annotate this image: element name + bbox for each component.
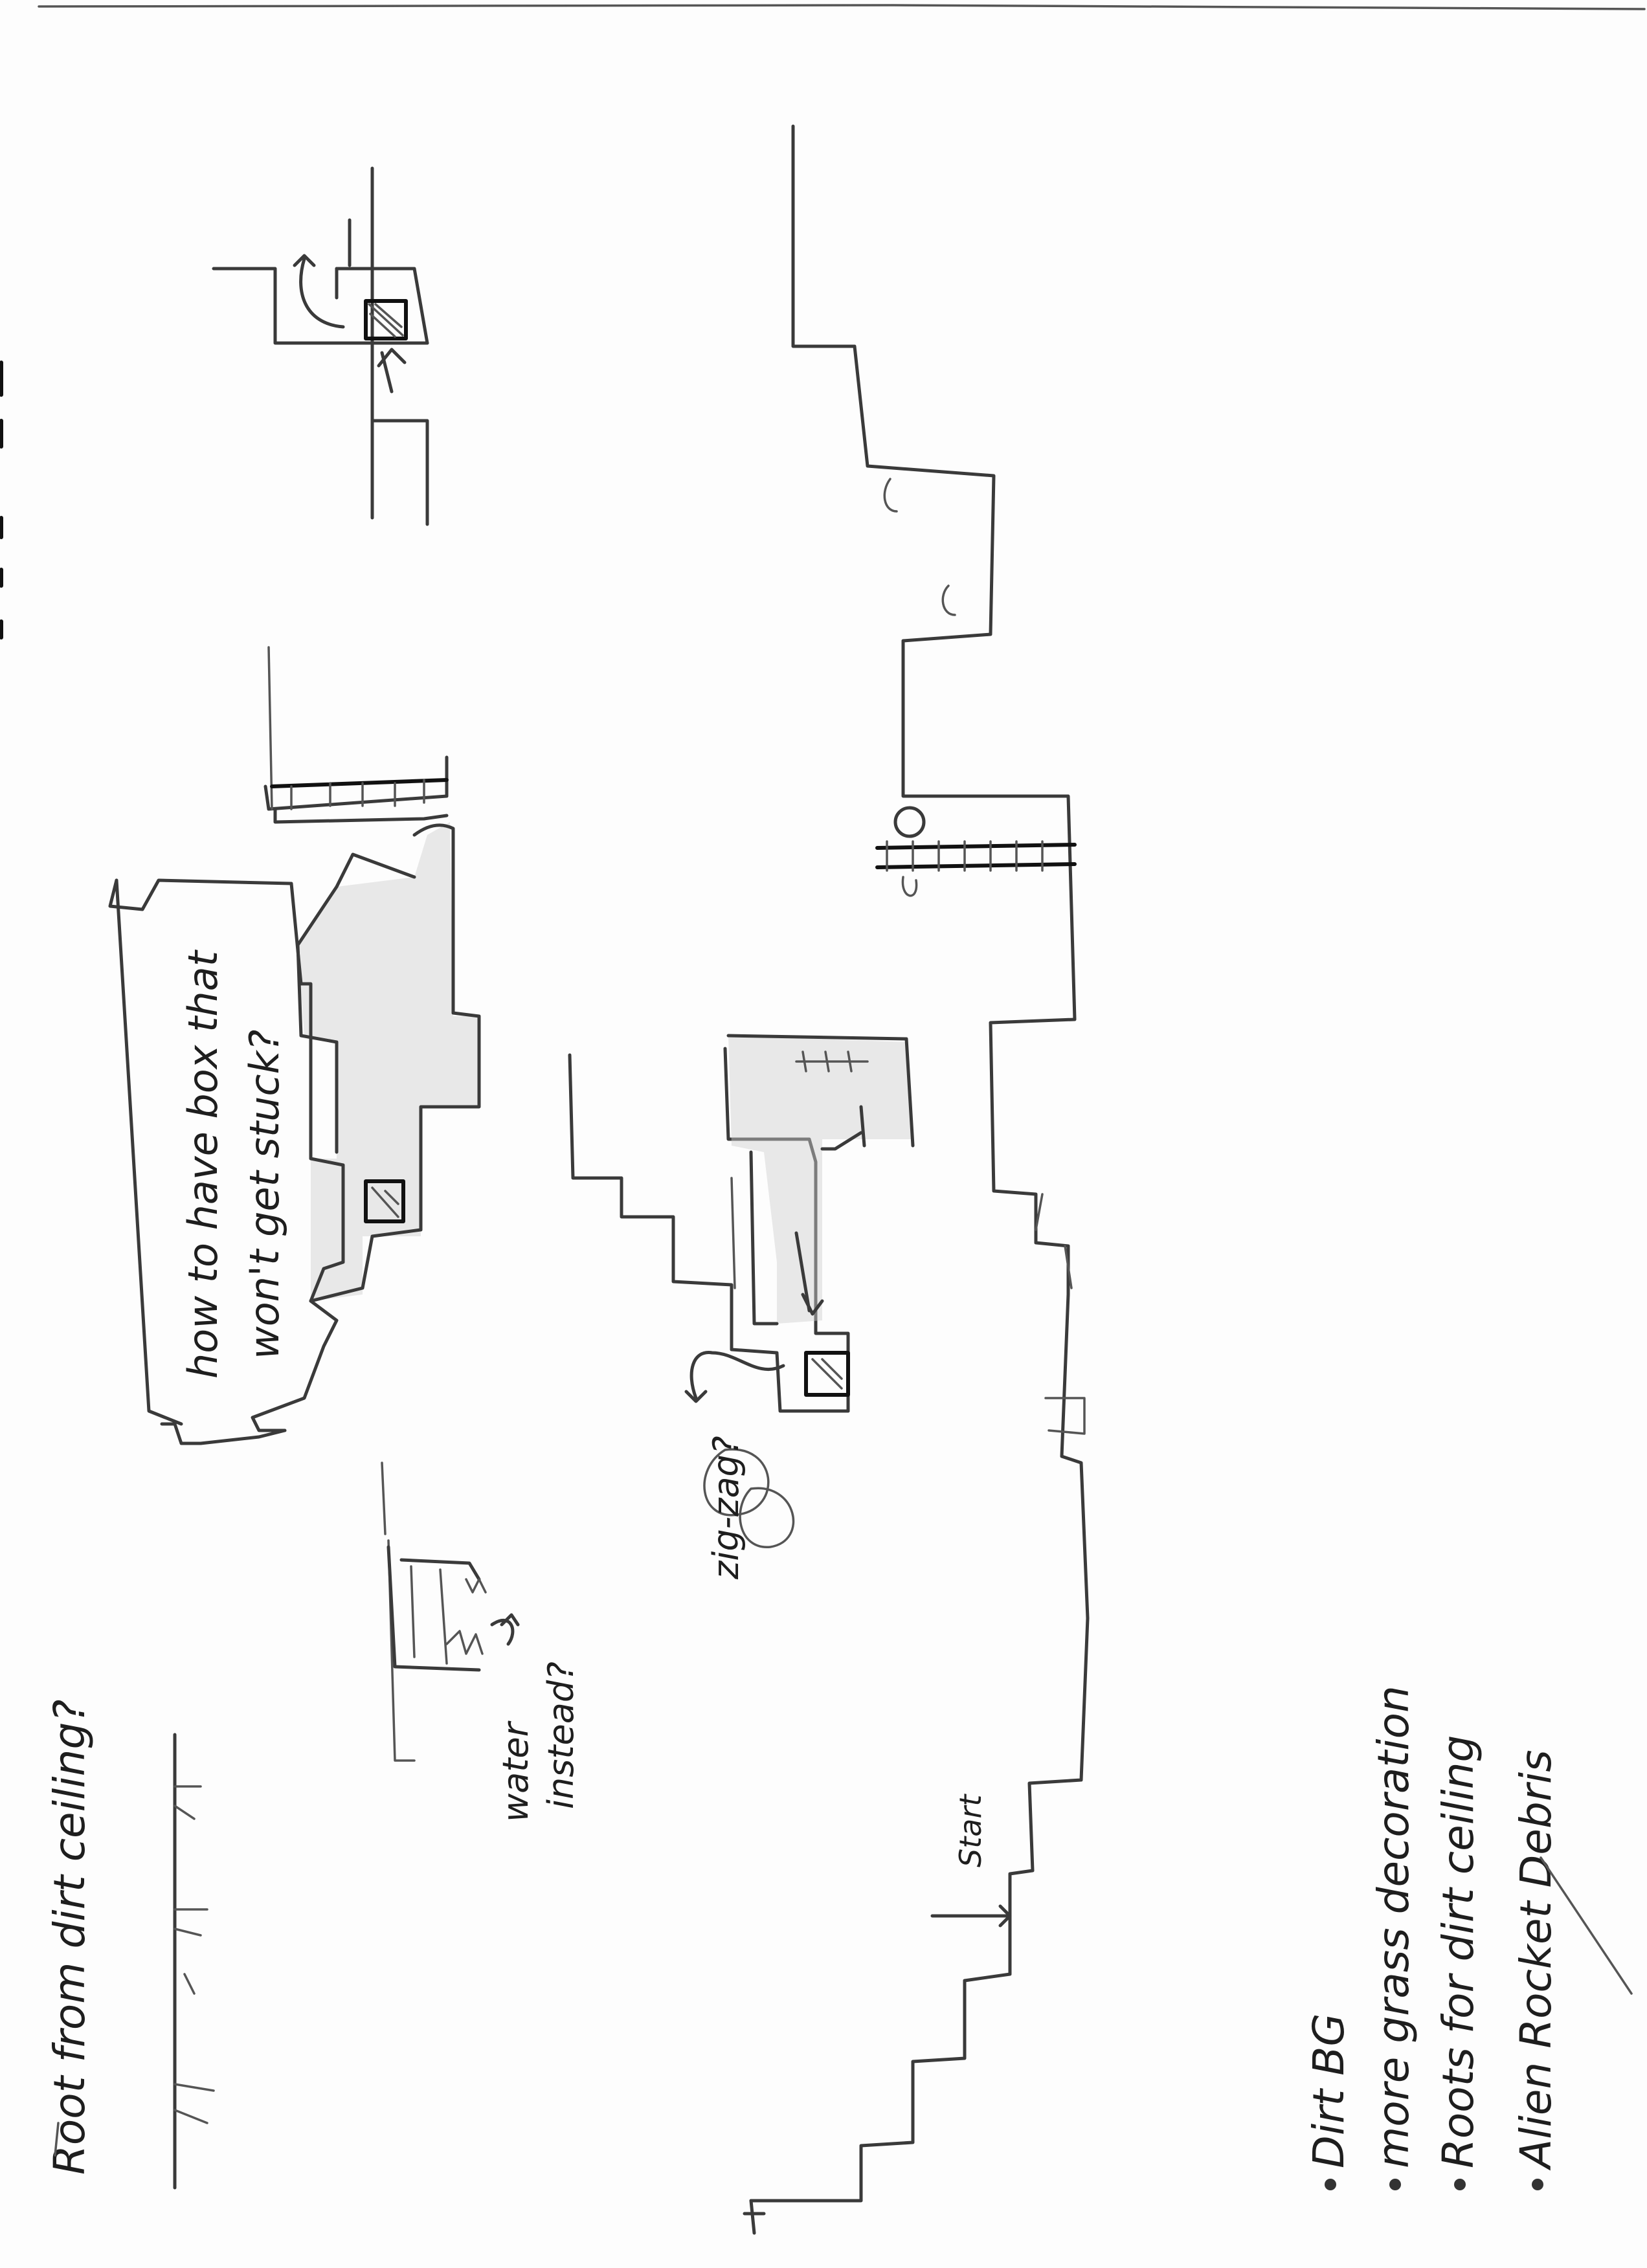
- note-start: Start: [953, 1794, 988, 1867]
- ladder-icon: [877, 808, 1075, 896]
- todo-list: Dirt BG more grass decoration Roots for …: [1304, 1685, 1561, 2190]
- water-pit-sketch: [388, 1547, 518, 1670]
- todo-item-2: more grass decoration: [1369, 1685, 1418, 2168]
- bullet-icon: [1454, 2179, 1466, 2190]
- todo-item-3: Roots for dirt ceiling: [1433, 1735, 1483, 2168]
- start-text: Start: [953, 1794, 988, 1867]
- note-zigzag: zig-zag?: [706, 1436, 746, 1580]
- note-water-instead: water instead?: [495, 1662, 581, 1822]
- top-corridor-sketch: [214, 168, 427, 524]
- box-question-line1: how to have box that: [179, 949, 227, 1379]
- start-arrow-icon: [932, 1906, 1010, 1926]
- note-box-question: how to have box that won't get stuck?: [179, 949, 288, 1379]
- todo-item-4: Alien Rocket Debris: [1511, 1750, 1561, 2171]
- box-question-line2: won't get stuck?: [241, 1030, 288, 1359]
- zigzag-text: zig-zag?: [706, 1436, 746, 1580]
- bullet-icon: [1389, 2179, 1401, 2190]
- bullet-icon: [1532, 2179, 1543, 2190]
- root-doodle-sketch: [175, 1735, 214, 2188]
- dirt-block-sketch: [110, 647, 479, 1761]
- root-from-ceiling-text: Root from dirt ceiling?: [45, 1700, 95, 2175]
- paper-top-edge: [39, 5, 1644, 9]
- note-root-from-ceiling: Root from dirt ceiling?: [45, 1700, 95, 2175]
- todo-item-1: Dirt BG: [1304, 2013, 1354, 2168]
- water-line1: water: [495, 1720, 536, 1822]
- bullet-icon: [1325, 2179, 1336, 2190]
- water-line2: instead?: [541, 1662, 581, 1809]
